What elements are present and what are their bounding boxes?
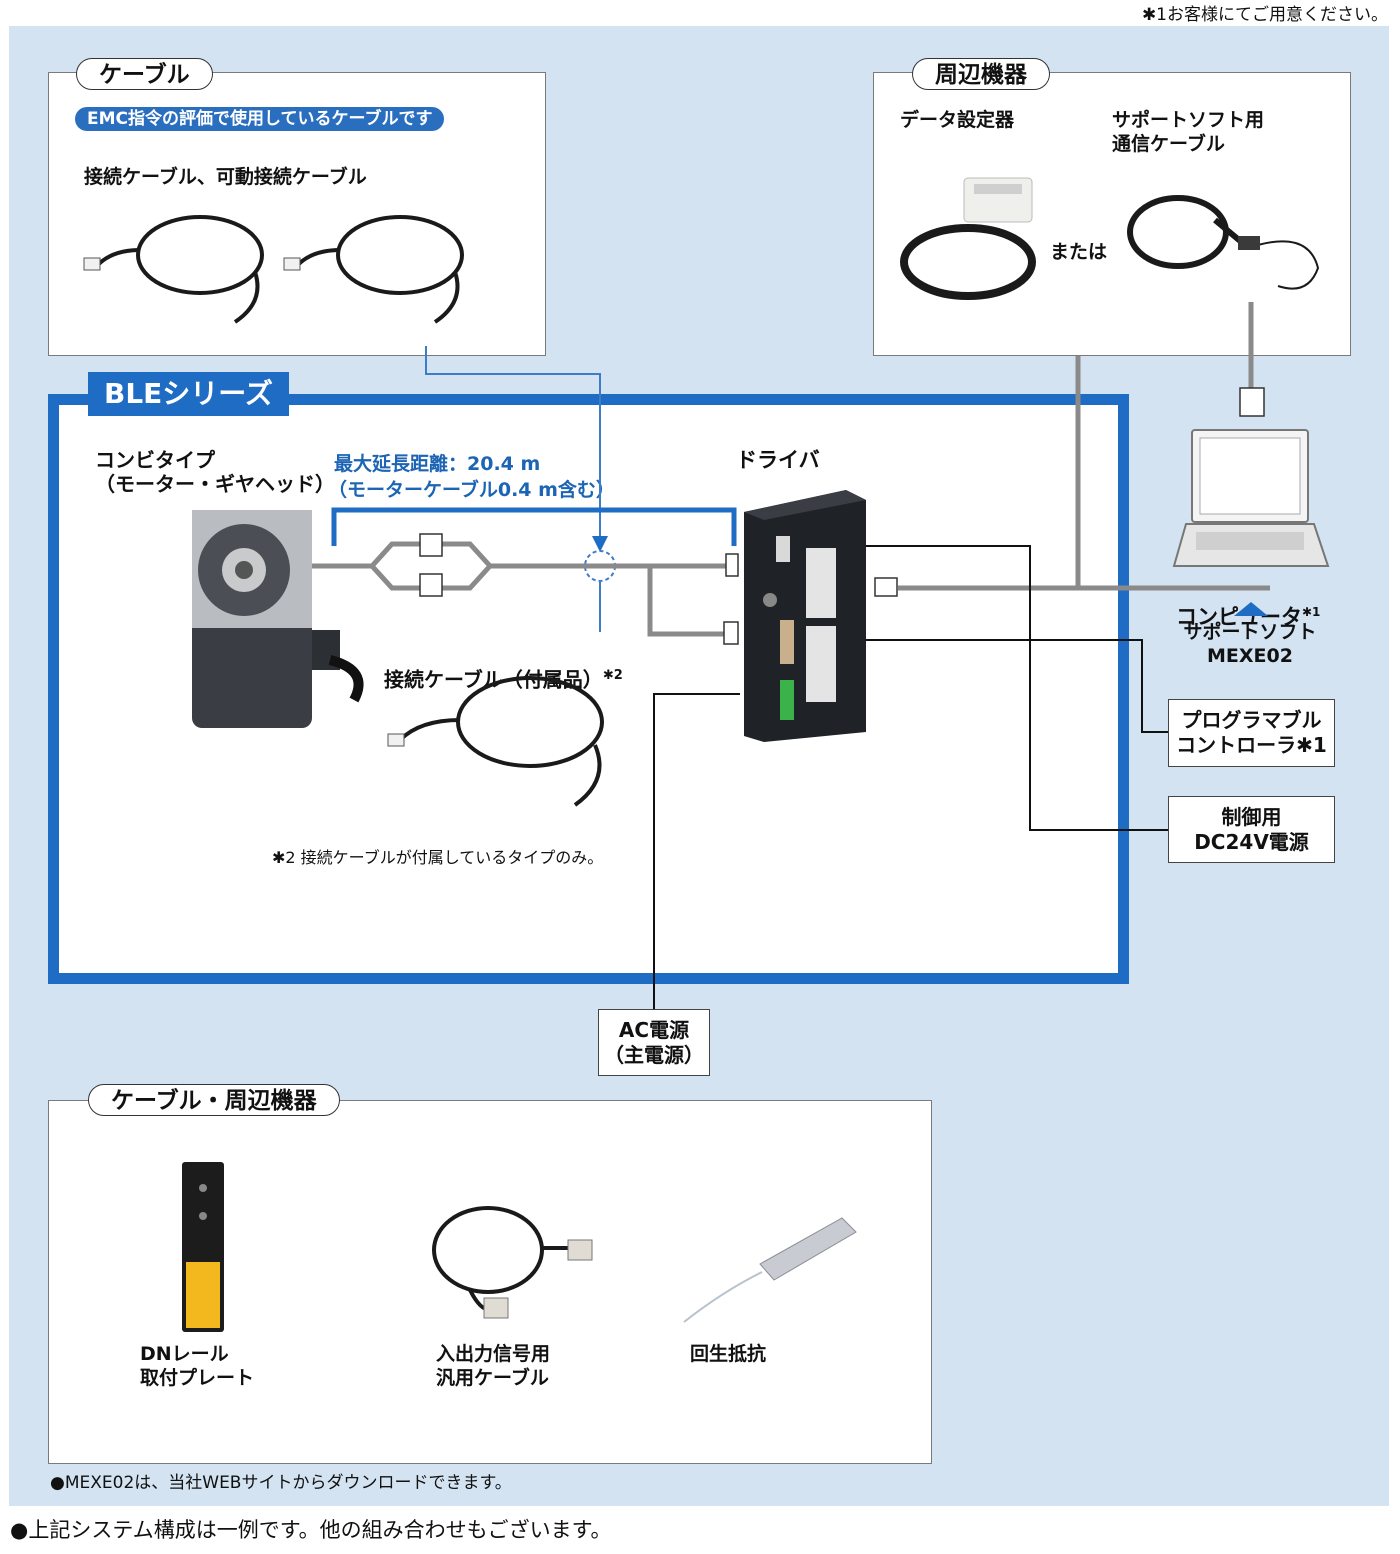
- ble-series-frame: [48, 394, 1129, 984]
- customer-supply-note: ✱1お客様にてご用意ください。: [1141, 5, 1388, 25]
- cable-image-1: [93, 215, 264, 324]
- included-cable-label: 接続ケーブル（付属品）✱2: [384, 640, 623, 692]
- connector-top: [419, 533, 443, 557]
- io-cable-label: 入出力信号用 汎用ケーブル: [436, 1343, 551, 1389]
- data-setter-line: [898, 356, 1081, 591]
- driver-label: ドライバ: [736, 448, 820, 472]
- peripheral-panel: [873, 72, 1351, 356]
- data-setter-label: データ設定器: [900, 109, 1015, 131]
- connector-bottom: [419, 573, 443, 597]
- plc-line: [866, 545, 1168, 831]
- cable-peripheral-title: ケーブル・周辺機器: [88, 1084, 340, 1116]
- driver-comm-port: [874, 577, 898, 597]
- mexe-note: ●MEXE02は、当社WEBサイトからダウンロードできます。: [50, 1473, 512, 1493]
- regen-resistor-label: 回生抵抗: [690, 1343, 767, 1365]
- regen-resistor-icon: [683, 1217, 857, 1323]
- encoder-cable: [647, 566, 726, 637]
- included-cable-image: [398, 676, 604, 807]
- max-length-sub: （モーターケーブル0.4 m含む）: [328, 479, 615, 501]
- motor-icon: [192, 510, 364, 728]
- cable-image-2: [293, 215, 464, 324]
- io-cable-connector-2: [483, 1297, 509, 1319]
- peripheral-panel-title: 周辺機器: [912, 58, 1050, 90]
- included-cable-text: 接続ケーブル（付属品）: [384, 667, 603, 692]
- computer-label: コンピュータ✱1: [1176, 576, 1320, 629]
- usb-plug: [1239, 387, 1265, 417]
- combi-type-label: コンビタイプ （モーター・ギヤヘッド）: [95, 448, 335, 496]
- max-length-bracket: [331, 507, 737, 546]
- data-setter-icon: [900, 177, 1036, 300]
- cable-plug-1: [83, 257, 101, 271]
- software-arrow: [1234, 602, 1268, 616]
- dn-rail-label: DNレール 取付プレート: [140, 1343, 255, 1389]
- cable-guide-arrow: [592, 536, 608, 552]
- ble-series-title: BLEシリーズ: [88, 372, 289, 416]
- computer-mark: ✱1: [1302, 605, 1321, 619]
- laptop-icon: [1172, 429, 1330, 567]
- dc-power-line: [866, 639, 1168, 733]
- included-cable-plug: [387, 733, 405, 747]
- cable-guide-line: [425, 346, 601, 540]
- or-label: または: [1050, 241, 1108, 263]
- usb-converter: [1238, 236, 1260, 250]
- dn-rail-icon: [182, 1162, 224, 1332]
- support-cable-label: サポートソフト用 通信ケーブル: [1112, 109, 1265, 155]
- driver-icon: [744, 490, 866, 742]
- ac-power-box: AC電源 （主電源）: [598, 1009, 710, 1076]
- support-software-label: サポートソフト MEXE02: [1183, 621, 1317, 667]
- ac-power-line: [653, 693, 740, 1009]
- driver-connector-2: [723, 621, 739, 645]
- cable-plug-2: [283, 257, 301, 271]
- system-note: ●上記システム構成は一例です。他の組み合わせもございます。: [10, 1518, 612, 1542]
- computer-text: コンピュータ: [1176, 605, 1302, 629]
- max-length-label: 最大延長距離：20.4 m: [334, 453, 541, 475]
- emc-badge: EMC指令の評価で使用しているケーブルです: [75, 107, 445, 131]
- usb-comm-cable-icon: [1127, 195, 1320, 290]
- included-cable-footnote: ✱2 接続ケーブルが付属しているタイプのみ。: [272, 848, 604, 867]
- included-cable-mark: ✱2: [602, 668, 623, 683]
- cable-panel-title: ケーブル: [76, 58, 213, 90]
- connection-cable-label: 接続ケーブル、可動接続ケーブル: [84, 166, 367, 188]
- io-cable-icon: [432, 1206, 580, 1312]
- dc-power-box: 制御用 DC24V電源: [1168, 796, 1335, 863]
- plc-box: プログラマブル コントローラ✱1: [1168, 699, 1335, 767]
- driver-connector-1: [725, 553, 739, 577]
- io-cable-connector: [567, 1239, 593, 1261]
